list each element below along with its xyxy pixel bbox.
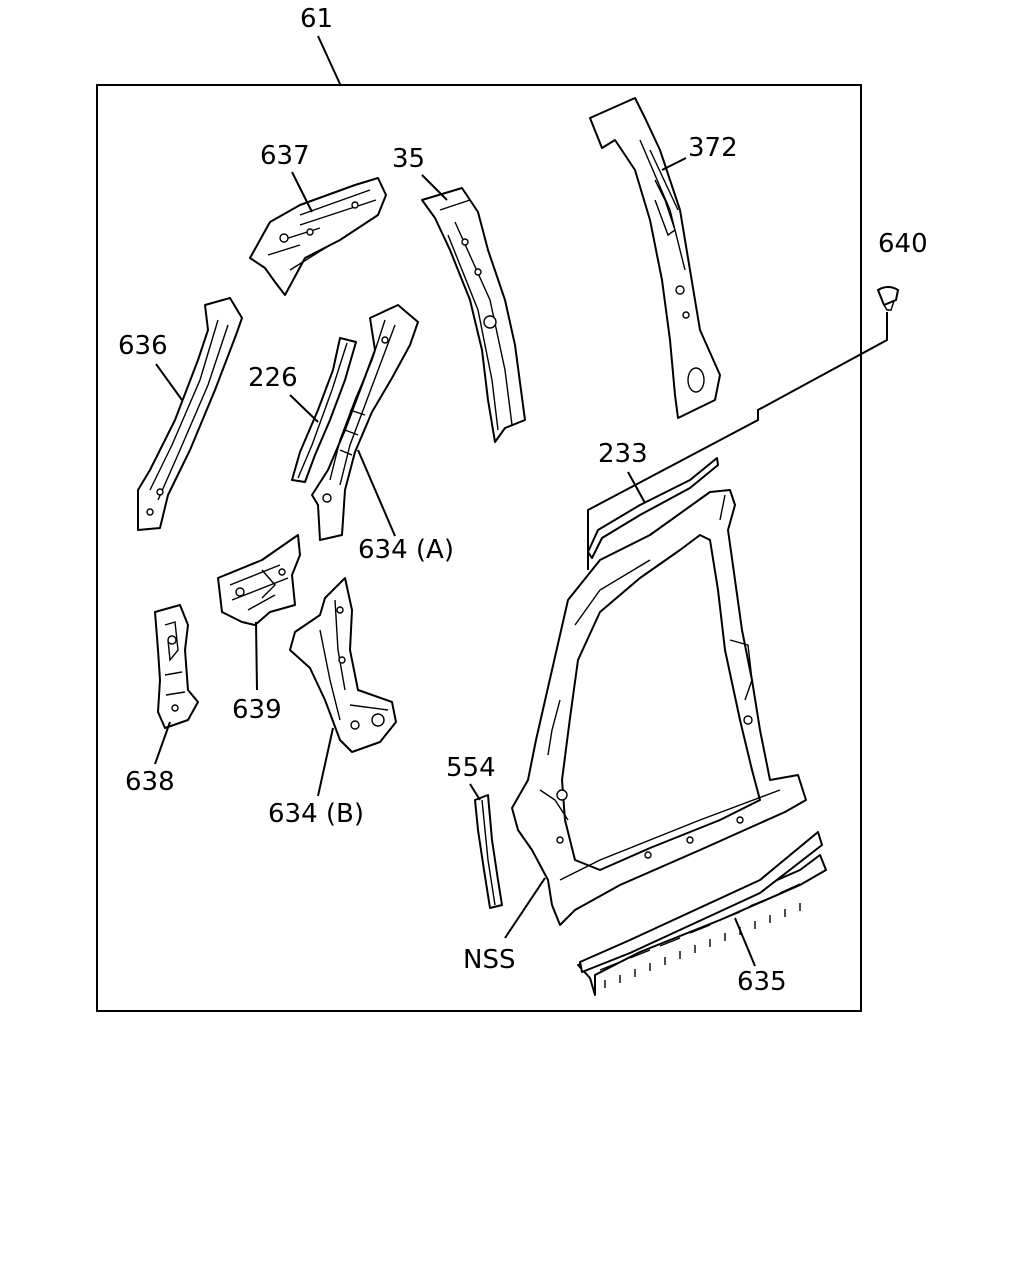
leader-639 [255,621,258,691]
leader-372 [661,157,687,171]
part-639 [217,534,301,626]
callout-639: 639 [232,695,282,725]
leader-634b [317,727,334,797]
leader-640 [587,312,888,570]
leader-634a [357,449,396,537]
leader-226 [289,394,319,423]
callout-372: 372 [688,133,738,163]
leader-554 [469,783,481,801]
callout-NSS: NSS [463,945,515,975]
part-226 [291,337,357,483]
part-636 [137,297,243,531]
callout-634a: 634 (A) [358,535,454,565]
callout-638: 638 [125,767,175,797]
part-372 [589,97,721,419]
leader-635 [734,917,756,967]
assembly-frame [96,84,862,1012]
assembly-label: 61 [300,4,333,34]
callout-554: 554 [446,753,496,783]
callout-233: 233 [598,439,648,469]
part-554 [474,794,503,909]
part-638 [154,604,199,729]
part-634a [311,304,419,541]
leader-35 [421,174,448,201]
assembly-leader [317,35,341,85]
part-640 [877,286,899,311]
callout-226: 226 [248,363,298,393]
part-637 [249,177,387,296]
callout-634b: 634 (B) [268,799,364,829]
callout-635: 635 [737,967,787,997]
part-635 [577,831,827,996]
part-634b [289,577,397,753]
part-233 [587,457,719,559]
part-35 [421,187,526,443]
part-side-panel [511,489,807,926]
leader-636 [155,363,183,401]
leader-NSS [504,877,546,939]
callout-640: 640 [878,229,928,259]
leader-637 [291,171,313,213]
callout-35: 35 [392,144,425,174]
leader-638 [154,721,171,765]
leader-233 [627,471,646,504]
callout-636: 636 [118,331,168,361]
callout-637: 637 [260,141,310,171]
